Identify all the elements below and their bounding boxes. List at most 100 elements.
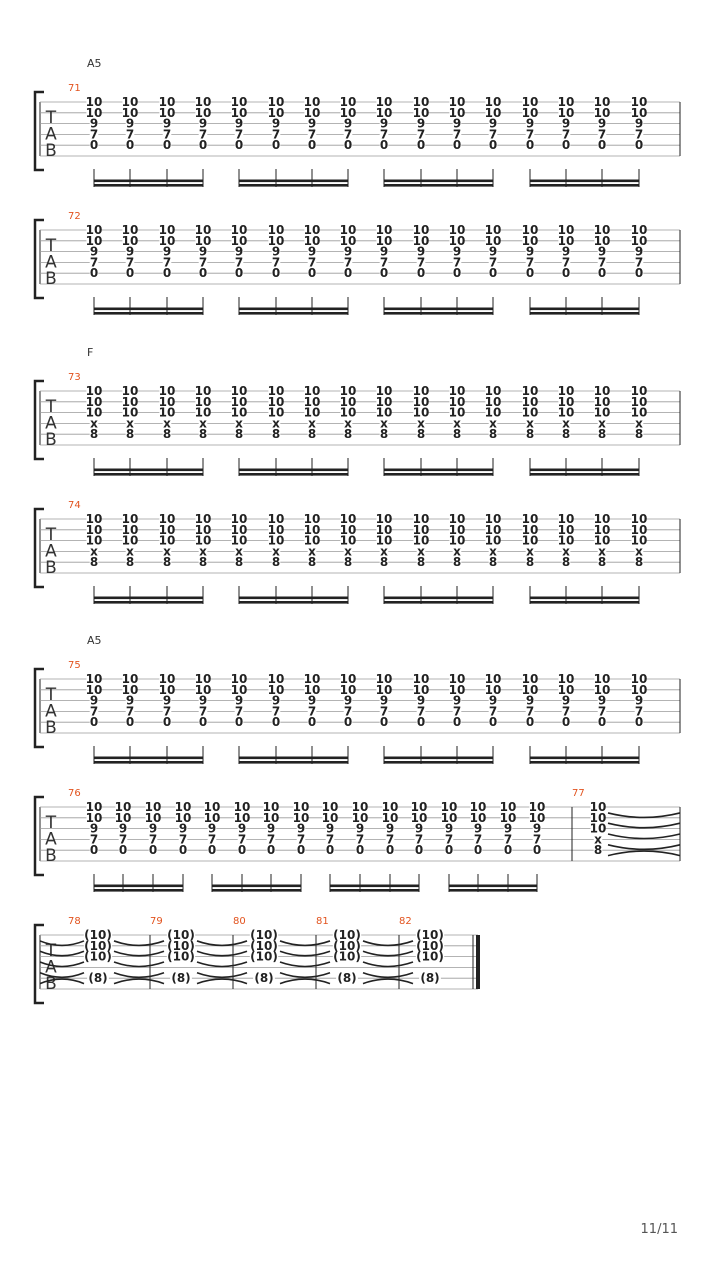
fret-knockout [525, 139, 535, 151]
fret-knockout [170, 972, 192, 984]
fret-number: 10 [159, 95, 176, 109]
tie-arc [362, 978, 414, 985]
fret-number: 10 [522, 106, 539, 120]
fret-number: 7 [526, 704, 534, 718]
fret-knockout [488, 246, 498, 258]
fret-knockout [304, 407, 320, 419]
fret-knockout [449, 524, 465, 536]
fret-number: 10 [86, 384, 103, 398]
fret-number: 10 [558, 223, 575, 237]
fret-knockout [340, 224, 356, 236]
fret-knockout [379, 139, 389, 151]
fret-number: 7 [489, 255, 497, 269]
fret-knockout [145, 801, 161, 813]
fret-knockout [234, 812, 250, 824]
fret-number: 10 [159, 106, 176, 120]
fret-number: 10 [529, 800, 546, 814]
fret-knockout [271, 246, 281, 258]
fret-knockout [473, 823, 483, 835]
fret-knockout [376, 407, 392, 419]
fret-number: (8) [420, 971, 439, 985]
fret-number: 9 [489, 694, 497, 708]
fret-knockout [343, 428, 353, 440]
fret-knockout [488, 128, 498, 140]
beam-secondary [384, 756, 493, 760]
fret-number: 0 [417, 266, 425, 280]
fret-number: 7 [308, 704, 316, 718]
fret-knockout [195, 235, 211, 247]
fret-number: 8 [635, 555, 643, 569]
fret-number: 9 [199, 245, 207, 259]
fret-number: 10 [195, 683, 212, 697]
fret-number: 10 [594, 106, 611, 120]
fret-knockout [307, 139, 317, 151]
fret-number: 10 [231, 512, 248, 526]
fret-number: 8 [126, 555, 134, 569]
fret-knockout [178, 823, 188, 835]
fret-number: 10 [376, 512, 393, 526]
fret-number: 10 [86, 223, 103, 237]
fret-number: 10 [376, 672, 393, 686]
tab-clef-letter: T [45, 685, 57, 705]
fret-knockout [89, 545, 99, 557]
fret-knockout [83, 929, 113, 941]
fret-knockout [590, 812, 606, 824]
fret-knockout [122, 407, 138, 419]
fret-number: 0 [415, 843, 423, 857]
fret-knockout [198, 256, 208, 268]
fret-number: 9 [199, 694, 207, 708]
fret-knockout [198, 246, 208, 258]
fret-number: 8 [562, 555, 570, 569]
fret-number: (10) [167, 939, 195, 953]
fret-number: 9 [635, 245, 643, 259]
fret-number: 10 [122, 672, 139, 686]
fret-number: 9 [562, 117, 570, 131]
fret-knockout [296, 833, 306, 845]
fret-knockout [263, 801, 279, 813]
fret-number: 0 [489, 266, 497, 280]
fret-knockout [488, 256, 498, 268]
fret-number: 8 [417, 555, 425, 569]
fret-knockout [413, 396, 429, 408]
fret-number: 0 [417, 715, 425, 729]
fret-knockout [558, 107, 574, 119]
fret-knockout [525, 256, 535, 268]
fret-knockout [522, 407, 538, 419]
fret-knockout [195, 673, 211, 685]
fret-number: x [489, 544, 497, 558]
fret-knockout [195, 535, 211, 547]
fret-number: 10 [340, 512, 357, 526]
fret-number: 10 [594, 234, 611, 248]
fret-knockout [503, 833, 513, 845]
beam-primary [239, 184, 348, 187]
fret-number: 10 [268, 395, 285, 409]
fret-knockout [296, 844, 306, 856]
fret-number: 10 [376, 234, 393, 248]
tab-clef-letter: T [45, 525, 57, 545]
fret-number: 0 [199, 138, 207, 152]
fret-knockout [115, 812, 131, 824]
beam-secondary [384, 468, 493, 472]
fret-knockout [162, 256, 172, 268]
fret-knockout [198, 695, 208, 707]
fret-knockout [449, 407, 465, 419]
fret-number: 9 [380, 117, 388, 131]
fret-knockout [634, 118, 644, 130]
fret-knockout [89, 267, 99, 279]
fret-number: 10 [159, 683, 176, 697]
fret-number: 9 [380, 694, 388, 708]
fret-knockout [89, 833, 99, 845]
fret-number: 9 [163, 245, 171, 259]
measure-number: 79 [150, 916, 163, 927]
fret-number: 8 [380, 555, 388, 569]
fret-knockout [198, 556, 208, 568]
fret-knockout [307, 716, 317, 728]
fret-number: 10 [441, 811, 458, 825]
fret-number: 9 [380, 245, 388, 259]
fret-knockout [594, 224, 610, 236]
fret-knockout [83, 951, 113, 963]
fret-number: 10 [304, 384, 321, 398]
fret-knockout [416, 417, 426, 429]
fret-number: 9 [238, 822, 246, 836]
fret-number: 10 [449, 223, 466, 237]
